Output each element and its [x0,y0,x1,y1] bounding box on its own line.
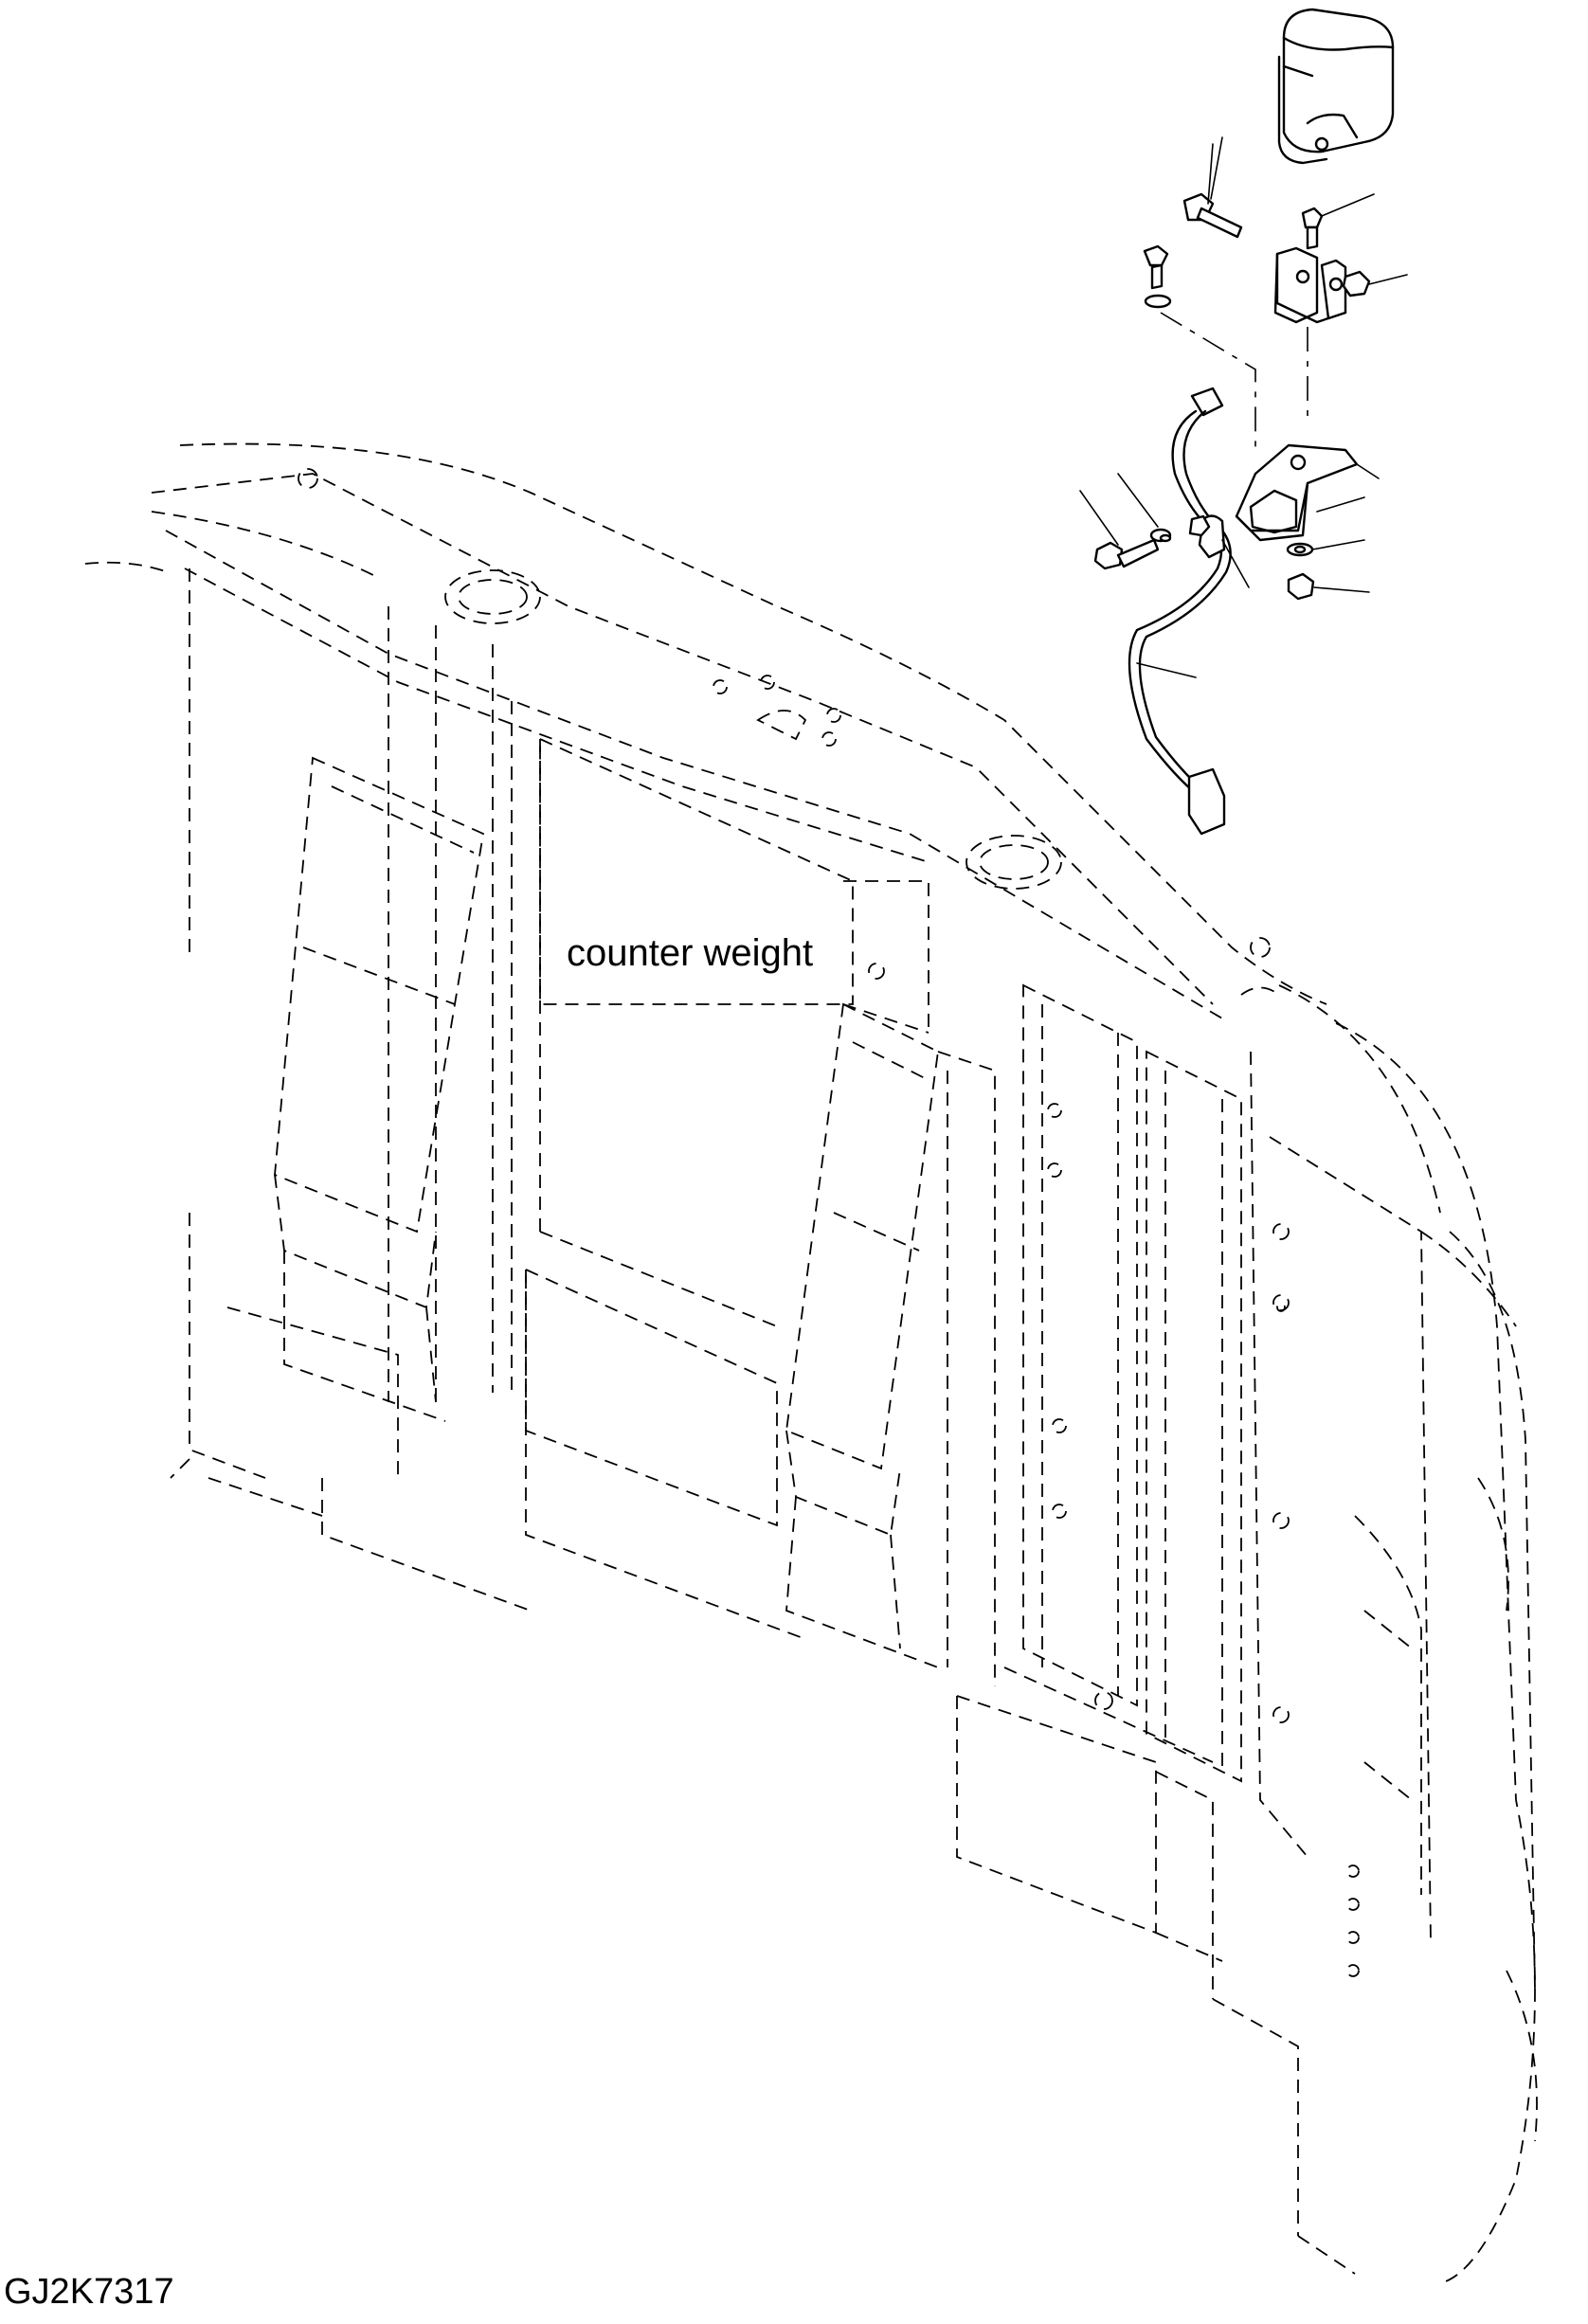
clamp-bolt-washer [1079,473,1211,570]
right-washer-nut [1286,539,1370,601]
lamp-base-bracket [1235,443,1380,542]
wire-harness [1128,387,1250,836]
work-lamp-assembly [1079,8,1408,836]
counterweight-body [84,442,1538,2284]
upper-bolt [1182,136,1243,239]
drawing-id: GJ2K7317 [4,2272,174,2312]
small-bolt-washer [1143,244,1172,309]
counter-weight-label: counter weight [567,932,814,974]
work-lamp [1277,8,1395,165]
hinge-bracket [1273,193,1408,324]
